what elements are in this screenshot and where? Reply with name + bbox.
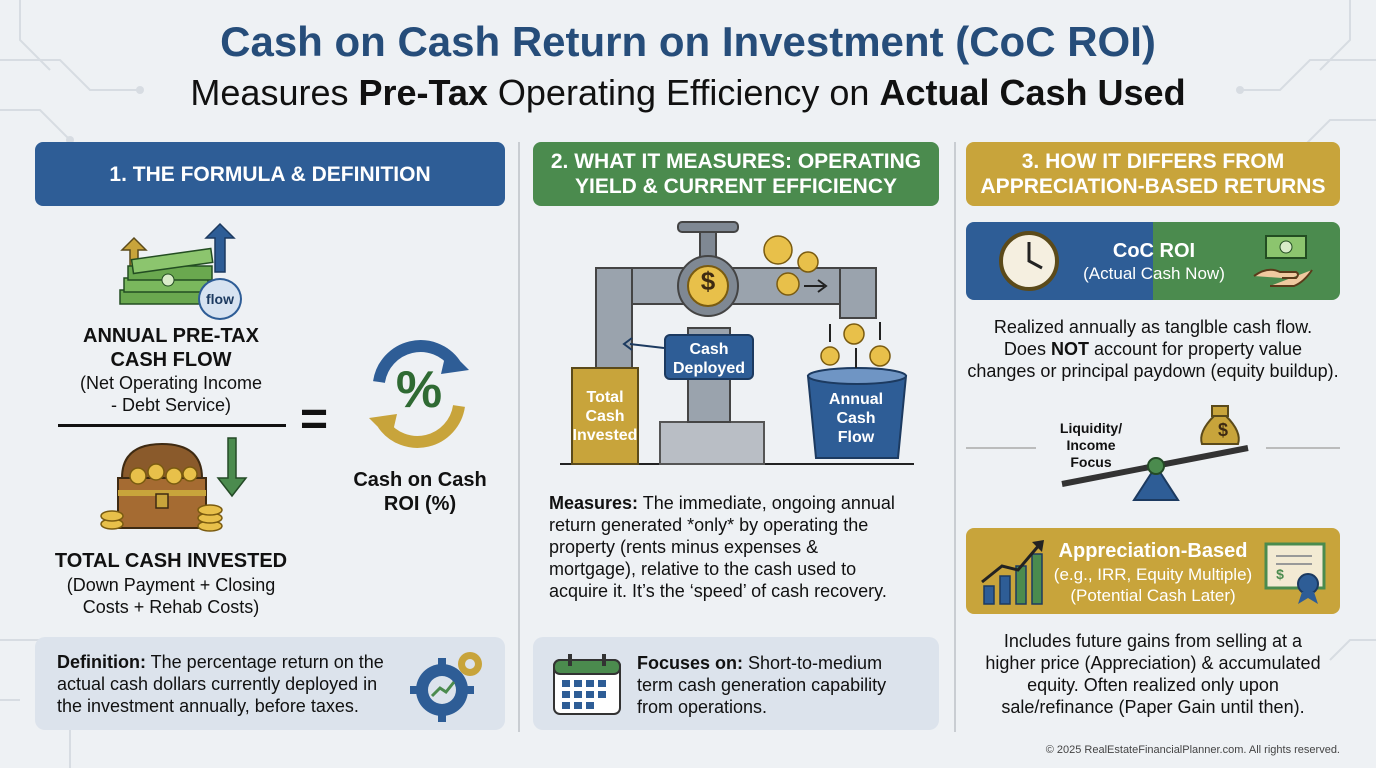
fraction-line [58,424,286,427]
denominator-title: TOTAL CASH INVESTED [54,550,288,572]
appreciation-title: Appreciation-Based [1058,540,1248,562]
focus-text: Focuses on: Short-to-medium term cash ge… [637,653,887,717]
pipe-diagram [560,221,914,465]
appreciation-description: Includes future gains from selling at a … [985,631,1321,717]
treasure-chest-icon [100,437,248,532]
bag-dollar-symbol: $ [1217,420,1228,440]
cash-flow-icon [119,222,236,305]
coc-description: Realized annually as tanglble cash flow.… [967,317,1339,381]
page-title: Cash on Cash Return on Investment (CoC R… [220,18,1156,65]
balance-scale-icon [966,405,1340,501]
page-subtitle: Measures Pre-Tax Operating Efficiency on… [190,72,1186,113]
section-1-header: 1. THE FORMULA & DEFINITION [35,142,505,206]
percent-cycle-icon [369,340,469,448]
growth-chart-icon [981,540,1044,605]
measures-text: Measures: The immediate, ongoing annual … [549,493,895,601]
hand-money-icon [1253,235,1313,287]
column-divider-2 [954,142,956,732]
coc-roi-title: CoC ROI [1112,240,1196,262]
flow-badge: flow [198,278,242,320]
calendar-icon [553,654,621,715]
equals-sign: = [300,393,329,446]
gear-growth-icon [410,652,482,722]
pipe-dollar-symbol: $ [700,266,716,296]
coc-roi-subtitle: (Actual Cash Now) [1083,264,1225,283]
percent-symbol: % [395,361,443,419]
clock-icon [999,231,1059,291]
appreciation-subtitle: (e.g., IRR, Equity Multiple)(Potential C… [1053,565,1253,605]
definition-text: Definition: The percentage return on the… [57,652,384,716]
certificate-dollar-symbol: $ [1276,566,1284,582]
column-divider-1 [518,142,520,732]
certificate-icon [1264,542,1326,604]
numerator-subtitle: (Net Operating Income- Debt Service) [79,373,263,415]
copyright-notice: © 2025 RealEstateFinancialPlanner.com. A… [1045,744,1340,756]
